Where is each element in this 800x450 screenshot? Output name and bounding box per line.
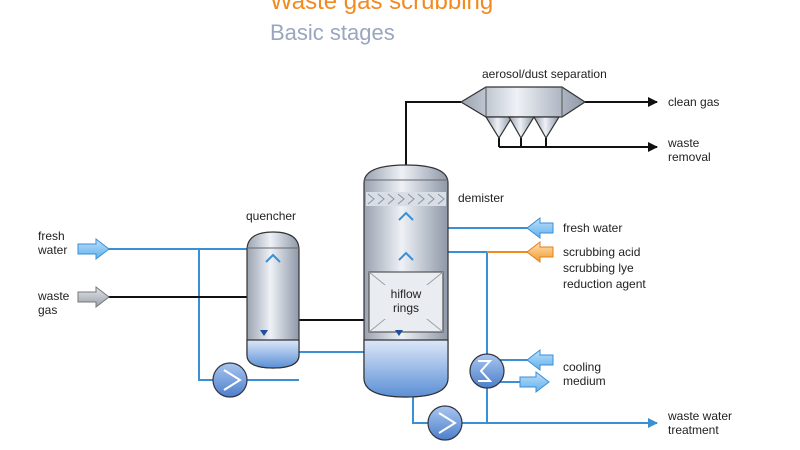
hiflow-label-1: hiflow (391, 287, 422, 301)
quencher-vessel (246, 231, 300, 369)
cooling-medium-label-2: medium (563, 374, 606, 388)
cooling-in-arrow-icon (526, 348, 554, 372)
page-subtitle: Basic stages (270, 20, 395, 45)
column-top-nozzle-icon (398, 211, 414, 221)
column-level-marker (395, 330, 403, 336)
waste-water-label-2: treatment (668, 423, 719, 437)
scrubbing-column (363, 164, 449, 398)
aerosol-separation-label: aerosol/dust separation (482, 67, 607, 81)
cooling-medium-label-1: cooling (563, 360, 601, 374)
scrubbing-lye-label: scrubbing lye (563, 261, 634, 275)
waste-gas-label-2: gas (38, 303, 57, 317)
waste-gas-label-1: waste (37, 289, 70, 303)
waste-water-label-1: waste water (667, 409, 732, 423)
demister-mesh (366, 192, 446, 206)
quencher-spray-nozzle-icon (265, 253, 281, 263)
heat-exchanger-icon (469, 353, 505, 389)
quencher-label: quencher (246, 209, 296, 223)
fresh-water-right-label: fresh water (563, 221, 622, 235)
quencher-pump-icon (212, 362, 248, 398)
fresh-water-left-arrow-icon (77, 237, 110, 261)
column-pump-icon (427, 405, 463, 441)
quencher-level-marker (260, 330, 268, 336)
fresh-water-left-label-2: water (37, 243, 67, 257)
aerosol-separator (459, 86, 587, 140)
demister-label: demister (458, 191, 504, 205)
column-mid-nozzle-icon (398, 251, 414, 261)
waste-gas-arrow-icon (77, 285, 110, 309)
quencher-recirculation-line (198, 249, 213, 381)
column-to-separator-line (405, 101, 461, 167)
hiflow-packing (368, 271, 444, 333)
scrubbing-acid-label: scrubbing acid (563, 245, 640, 259)
reduction-agent-label: reduction agent (563, 277, 646, 291)
hiflow-label-2: rings (393, 301, 419, 315)
clean-gas-label: clean gas (668, 95, 719, 109)
hopper-drains (498, 138, 547, 147)
column-bottom-line (412, 397, 428, 424)
fresh-water-left-label-1: fresh (38, 229, 65, 243)
waste-removal-label-2: removal (668, 150, 711, 164)
waste-removal-label-1: waste (667, 136, 700, 150)
cooling-out-arrow-icon (519, 370, 550, 394)
page-title: Waste gas scrubbing (270, 0, 494, 15)
scrubbing-acid-arrow-icon (526, 240, 554, 264)
fresh-water-right-arrow-icon (526, 216, 554, 240)
